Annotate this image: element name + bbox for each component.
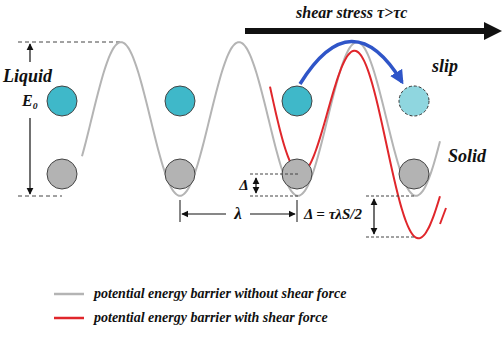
dimension-arrow (255, 178, 256, 193)
solid-atoms (47, 159, 429, 189)
slip-arrow (300, 41, 402, 84)
label: Δ (239, 177, 248, 194)
legend-line (54, 317, 84, 320)
legend-text: potential energy barrier without shear f… (94, 286, 346, 302)
guide-line (250, 196, 300, 197)
label: λ (234, 204, 242, 224)
guide-line (18, 42, 122, 43)
slipped-atom (399, 86, 429, 116)
guide-line (250, 174, 300, 175)
guide-line (366, 196, 414, 197)
dimension-arrow (29, 118, 30, 194)
tilted-potential-curve (440, 208, 446, 224)
shear-arrow-shaft (245, 28, 486, 34)
dimension-tick (180, 200, 181, 222)
label: shear stress τ>τc (296, 4, 407, 22)
legend-line-sample (52, 288, 86, 300)
dimension-arrow (182, 213, 226, 214)
liquid-atoms (47, 86, 312, 116)
label: slip (432, 56, 458, 77)
tilted-potential-curve (270, 51, 440, 239)
legend-row: potential energy barrier with shear forc… (52, 310, 328, 326)
dimension-tick (297, 200, 298, 222)
label: Liquid (3, 66, 52, 87)
legend-text: potential energy barrier with shear forc… (94, 310, 328, 326)
potential-curve (82, 42, 440, 196)
legend-line-sample (52, 312, 86, 324)
guide-line (366, 237, 414, 238)
shear-arrow-head (484, 22, 502, 40)
dimension-arrow (250, 213, 295, 214)
dimension-arrow (29, 44, 30, 62)
dimension-arrow (373, 199, 374, 234)
legend-line (54, 293, 84, 296)
guide-line (18, 196, 62, 197)
legend-row: potential energy barrier without shear f… (52, 286, 346, 302)
label: Δ = τλS/2 (304, 206, 362, 223)
label: Solid (448, 146, 486, 167)
label: E₀ (22, 92, 38, 110)
